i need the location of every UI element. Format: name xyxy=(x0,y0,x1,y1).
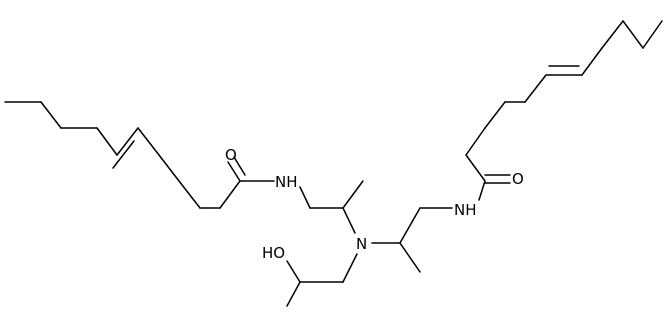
bond xyxy=(399,207,421,244)
bond xyxy=(40,101,62,129)
oxygen-label-left: O xyxy=(225,146,237,164)
oxygen-label-right: O xyxy=(512,170,524,188)
amide-nh-label-left: NH xyxy=(275,173,298,191)
double-bond xyxy=(116,127,139,156)
left-octenoyl-chain xyxy=(4,101,241,209)
bond xyxy=(286,260,301,283)
left-carbonyl xyxy=(227,156,275,182)
right-octenoyl-chain xyxy=(465,20,663,182)
bond xyxy=(642,20,663,49)
bond xyxy=(478,180,486,201)
bond xyxy=(465,127,486,156)
nitrogen-label-center: N xyxy=(356,235,367,253)
atom-labels: O NH N HO O NH xyxy=(225,146,524,262)
double-bond xyxy=(227,161,241,182)
right-carbonyl xyxy=(484,174,511,184)
bond xyxy=(342,253,358,283)
bond xyxy=(219,180,241,209)
bond xyxy=(178,180,201,209)
bond xyxy=(96,127,118,156)
bond xyxy=(299,186,311,209)
bond xyxy=(342,207,356,234)
bond xyxy=(399,242,421,273)
bond xyxy=(484,101,506,129)
double-bond xyxy=(112,140,135,169)
double-bond xyxy=(233,156,246,176)
bond xyxy=(342,180,364,209)
bond xyxy=(137,127,160,156)
bond xyxy=(622,20,644,49)
left-linker xyxy=(299,180,364,234)
hydroxypropyl-branch xyxy=(286,253,358,307)
bond xyxy=(158,154,180,182)
bond xyxy=(524,74,547,103)
bond xyxy=(286,281,301,307)
bond xyxy=(465,154,486,182)
bond xyxy=(601,20,624,49)
amide-nh-label-right: NH xyxy=(454,201,477,219)
bond xyxy=(581,47,603,76)
hydroxyl-label: HO xyxy=(262,244,285,262)
right-linker xyxy=(371,180,486,273)
